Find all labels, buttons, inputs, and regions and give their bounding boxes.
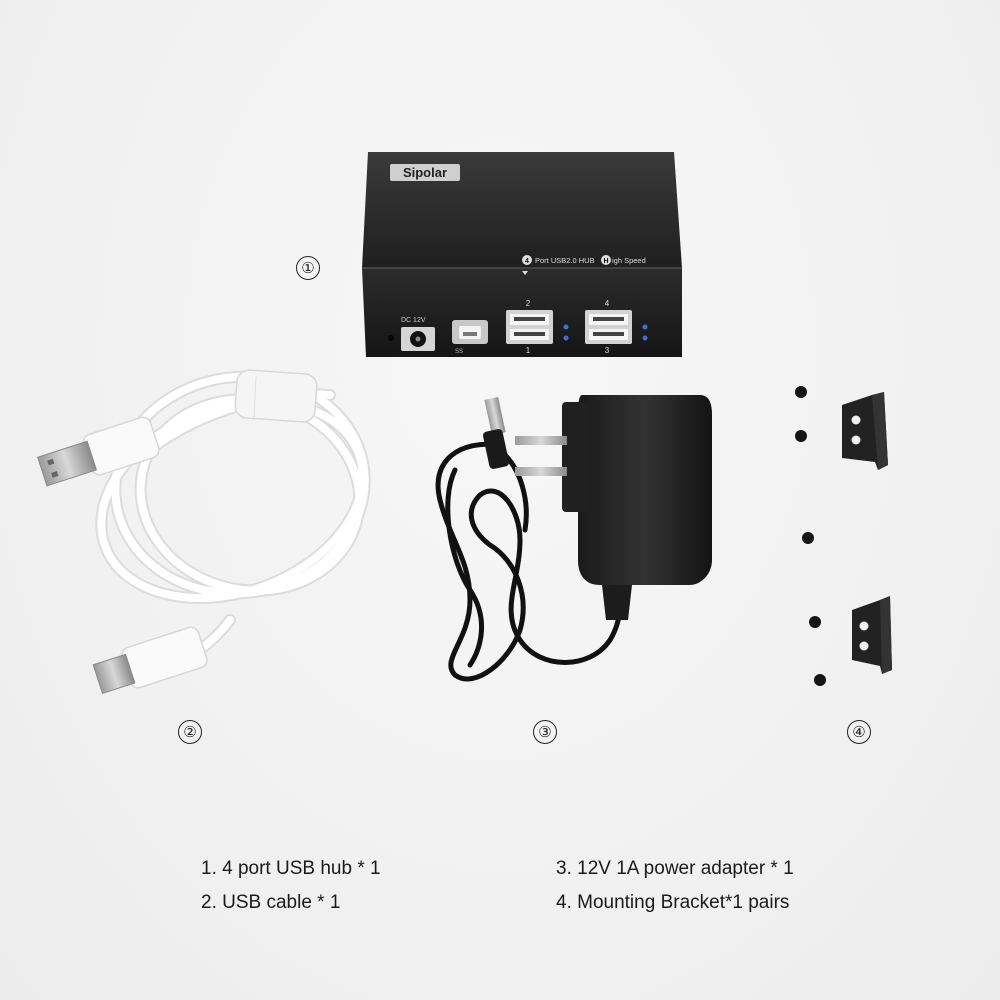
power-adapter-cord — [435, 441, 623, 682]
usb-a-plug — [37, 416, 160, 487]
speed-letter-label: H — [603, 258, 608, 265]
caption-usb-cable: 2. USB cable * 1 — [201, 892, 341, 913]
item-marker-3: ③ — [533, 720, 557, 744]
caption-usb-hub: 1. 4 port USB hub * 1 — [201, 858, 381, 879]
usb-b-plug — [92, 626, 208, 695]
item-marker-2: ② — [178, 720, 202, 744]
port-label-3: 3 — [605, 346, 610, 355]
hub-number-label: 4 — [525, 258, 529, 265]
usb-cable — [95, 370, 371, 666]
port-label-1: 1 — [526, 346, 531, 355]
caption-power-adapter: 3. 12V 1A power adapter * 1 — [556, 858, 794, 879]
hub-title-label: Port USB2.0 HUB — [535, 256, 595, 265]
port-label-4: 4 — [605, 299, 610, 308]
item-marker-1: ① — [296, 256, 320, 280]
mounting-bracket-kit — [795, 386, 892, 686]
power-adapter — [515, 395, 712, 620]
brand-logo: Sipolar — [403, 165, 447, 180]
ferrite-core — [234, 369, 318, 423]
caption-mounting-bracket: 4. Mounting Bracket*1 pairs — [556, 892, 790, 913]
port-label-2: 2 — [526, 299, 531, 308]
svg-text:SS: SS — [455, 349, 463, 355]
item-marker-4: ④ — [847, 720, 871, 744]
dc-label: DC 12V — [401, 317, 426, 324]
usb-hub: Sipolar 4 Port USB2.0 HUB H igh Speed DC… — [362, 152, 682, 357]
speed-text-label: igh Speed — [612, 256, 646, 265]
dc-barrel-plug — [483, 396, 509, 469]
